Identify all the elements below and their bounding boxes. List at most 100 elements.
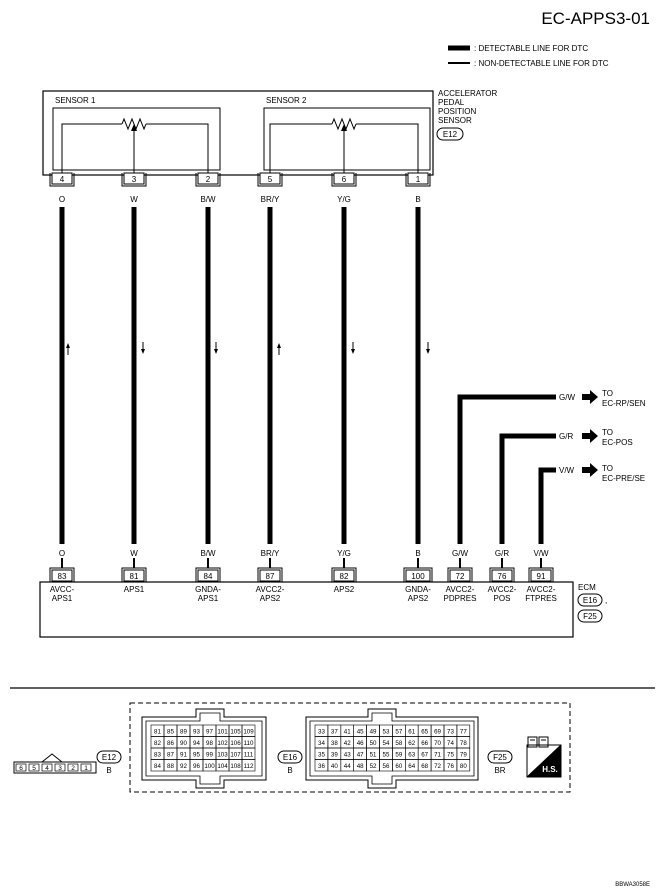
pin-number: 73 bbox=[447, 729, 454, 736]
arrow-right-icon bbox=[582, 390, 598, 404]
pin-number: 68 bbox=[421, 763, 428, 770]
output-to-1a: TO bbox=[602, 389, 613, 398]
arrow-right-icon bbox=[582, 463, 598, 477]
wire-color-bot-bry: BR/Y bbox=[261, 549, 280, 558]
ecm-pin-76: 76 bbox=[489, 567, 515, 582]
pin-number: 59 bbox=[395, 752, 402, 759]
sensor-name-2: PEDAL bbox=[438, 98, 465, 107]
pin-number: 60 bbox=[395, 763, 402, 770]
output-to-1b[interactable]: EC-RP/SEN bbox=[602, 399, 646, 408]
pin-number: 87 bbox=[167, 752, 174, 759]
ecm-pin-83: 83 bbox=[49, 567, 75, 582]
sensor2-wiper-arrow bbox=[341, 124, 347, 131]
ecm-label-avcc2-aps2-b: APS2 bbox=[260, 594, 281, 603]
ecm-label: ECM bbox=[578, 583, 596, 592]
connector-group-outline bbox=[129, 702, 571, 793]
sensor-pin-2: 2 bbox=[195, 172, 221, 187]
ecm-connector-badge-2 bbox=[577, 609, 603, 623]
wire-color-bot-bw: B/W bbox=[200, 549, 216, 558]
output-color-gw: G/W bbox=[559, 393, 575, 402]
sensor-connector-name: E12 bbox=[443, 130, 458, 139]
sensor-pin-1: 1 bbox=[405, 172, 431, 187]
output-to-3b[interactable]: EC-PRE/SE bbox=[602, 474, 645, 483]
pin-number: 108 bbox=[230, 763, 241, 770]
pin-number: 42 bbox=[344, 740, 351, 747]
sensor2-label: SENSOR 2 bbox=[266, 96, 307, 105]
diagram-code: BBWA3058E bbox=[615, 882, 650, 888]
ecm-label-avcc-aps1-b: APS1 bbox=[52, 594, 73, 603]
pin-number: 67 bbox=[421, 752, 428, 759]
sensor2-box bbox=[263, 107, 431, 171]
pin-number: 58 bbox=[395, 740, 402, 747]
arrow-right-icon bbox=[582, 429, 598, 443]
arrow-down-icon bbox=[351, 342, 355, 354]
e12-pin: 1 bbox=[84, 765, 88, 772]
arrow-down-icon bbox=[141, 342, 145, 354]
svg-text:84: 84 bbox=[204, 572, 213, 581]
wire-color-top-bw: B/W bbox=[200, 195, 216, 204]
svg-text:100: 100 bbox=[411, 572, 425, 581]
pin-number: 72 bbox=[434, 763, 441, 770]
wire-color-top-bry: BR/Y bbox=[261, 195, 280, 204]
pin-number: 44 bbox=[344, 763, 351, 770]
pin-number: 51 bbox=[370, 752, 377, 759]
pin-number: 94 bbox=[193, 740, 200, 747]
sensor-name-1: ACCELERATOR bbox=[438, 89, 497, 98]
output-color-vw: V/W bbox=[559, 466, 575, 475]
pin-number: 78 bbox=[460, 740, 467, 747]
pin-number: 39 bbox=[331, 752, 338, 759]
sensor1-wiper-arrow bbox=[131, 124, 137, 131]
ecm-connector-comma: , bbox=[605, 596, 607, 605]
pin-number: 89 bbox=[180, 729, 187, 736]
e12-pin: 3 bbox=[58, 765, 62, 772]
pin-number: 54 bbox=[383, 740, 390, 747]
sensor2-wire-right bbox=[356, 123, 419, 173]
f25-color: BR bbox=[494, 766, 505, 775]
svg-text:87: 87 bbox=[266, 572, 275, 581]
pin-number: 49 bbox=[370, 729, 377, 736]
pin-number: 103 bbox=[217, 752, 228, 759]
pin-number: 95 bbox=[193, 752, 200, 759]
ecm-pin-87: 87 bbox=[257, 567, 283, 582]
ecm-label-aps1: APS1 bbox=[124, 585, 145, 594]
ecm-label-gnda-aps2-a: GNDA- bbox=[405, 585, 431, 594]
pin-number: 79 bbox=[460, 752, 467, 759]
ecm-connector-2: F25 bbox=[583, 612, 597, 621]
ecm-connector-badge-1 bbox=[577, 593, 603, 607]
e12-pin: 2 bbox=[71, 765, 75, 772]
pin-number: 41 bbox=[344, 729, 351, 736]
svg-text:6: 6 bbox=[342, 175, 347, 184]
svg-text:5: 5 bbox=[268, 175, 273, 184]
pin-number: 112 bbox=[244, 763, 254, 770]
pin-cell bbox=[456, 759, 471, 772]
svg-text:76: 76 bbox=[498, 572, 507, 581]
sensor-box bbox=[42, 90, 434, 176]
pin-number: 70 bbox=[434, 740, 441, 747]
ecm-label-avcc2-aps2-a: AVCC2- bbox=[256, 585, 285, 594]
ecm-label-aps2: APS2 bbox=[334, 585, 355, 594]
output-to-2b[interactable]: EC-POS bbox=[602, 438, 633, 447]
wire-color-bot-gw: G/W bbox=[452, 549, 468, 558]
pin-number: 83 bbox=[154, 752, 161, 759]
svg-text:4: 4 bbox=[60, 175, 65, 184]
arrow-down-icon bbox=[426, 342, 430, 354]
e12-badge bbox=[96, 750, 122, 764]
wire-vw bbox=[538, 467, 556, 544]
pin-number: 48 bbox=[357, 763, 364, 770]
legend-non-detectable: : NON-DETECTABLE LINE FOR DTC bbox=[474, 59, 609, 68]
ecm-pin-84: 84 bbox=[195, 567, 221, 582]
svg-text:81: 81 bbox=[130, 572, 139, 581]
ecm-label-gnda-aps1-b: APS1 bbox=[198, 594, 219, 603]
pin-number: 96 bbox=[193, 763, 200, 770]
pin-number: 100 bbox=[204, 763, 215, 770]
legend-detectable: : DETECTABLE LINE FOR DTC bbox=[474, 44, 588, 53]
pin-number: 55 bbox=[383, 752, 390, 759]
pin-number: 71 bbox=[434, 752, 441, 759]
pin-number: 63 bbox=[408, 752, 415, 759]
pin-number: 101 bbox=[217, 729, 228, 736]
sensor1-wire-left bbox=[61, 123, 122, 173]
pin-number: 37 bbox=[331, 729, 338, 736]
e12-pin: 4 bbox=[45, 765, 49, 772]
